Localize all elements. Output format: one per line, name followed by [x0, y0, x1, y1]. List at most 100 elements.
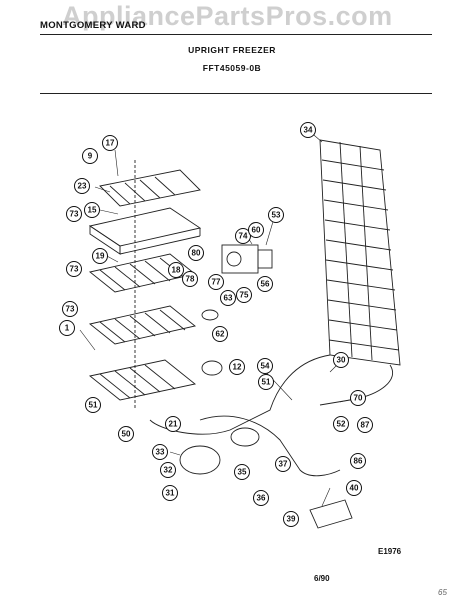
callout: 75 [236, 287, 252, 303]
svg-text:74: 74 [239, 232, 248, 241]
svg-text:1: 1 [65, 324, 70, 333]
callout: 60 [248, 222, 264, 238]
svg-text:63: 63 [224, 294, 233, 303]
svg-text:12: 12 [233, 363, 242, 372]
model-number: FFT45059-0B [202, 63, 262, 73]
callout: 73 [66, 261, 82, 277]
drain-pan [309, 499, 353, 529]
svg-text:21: 21 [169, 420, 178, 429]
callouts-layer: 17 9 23 15 73 19 73 1 73 51 50 21 74 80 … [59, 122, 373, 527]
svg-text:19: 19 [96, 252, 105, 261]
callout: 31 [162, 485, 178, 501]
callout: 39 [283, 511, 299, 527]
svg-text:34: 34 [304, 126, 313, 135]
svg-text:73: 73 [70, 265, 79, 274]
cover [201, 309, 219, 321]
callout: 62 [212, 326, 228, 342]
callout: 50 [118, 426, 134, 442]
svg-text:52: 52 [337, 420, 346, 429]
svg-text:51: 51 [89, 401, 98, 410]
evaporator-coil [319, 139, 401, 366]
title-rule [40, 93, 432, 94]
callout: 54 [257, 358, 273, 374]
svg-text:36: 36 [257, 494, 266, 503]
callout: 33 [152, 444, 168, 460]
svg-text:78: 78 [186, 275, 195, 284]
svg-text:18: 18 [172, 266, 181, 275]
svg-text:70: 70 [354, 394, 363, 403]
callout: 70 [350, 390, 366, 406]
svg-text:87: 87 [361, 421, 370, 430]
callout: 35 [234, 464, 250, 480]
svg-text:51: 51 [262, 378, 271, 387]
callout: 56 [257, 276, 273, 292]
callout: 34 [300, 122, 316, 138]
svg-text:53: 53 [272, 211, 281, 220]
svg-text:50: 50 [122, 430, 131, 439]
control-box [221, 244, 273, 274]
callout: 21 [165, 416, 181, 432]
callout: 40 [346, 480, 362, 496]
svg-text:40: 40 [350, 484, 359, 493]
watermark: AppliancePartsPros.com [62, 1, 393, 31]
shelf-crisper [88, 207, 202, 255]
svg-text:54: 54 [261, 362, 270, 371]
svg-text:23: 23 [78, 182, 87, 191]
brand-header: MONTGOMERY WARD [40, 20, 146, 31]
svg-text:33: 33 [156, 448, 165, 457]
svg-text:56: 56 [261, 280, 270, 289]
svg-text:9: 9 [88, 152, 93, 161]
callout: 37 [275, 456, 291, 472]
callout: 63 [220, 290, 236, 306]
callout: 23 [74, 178, 90, 194]
top-rule [40, 34, 432, 35]
light-socket [201, 360, 223, 376]
callout: 74 [235, 228, 251, 244]
diagram-code: E1976 [378, 547, 402, 556]
svg-text:35: 35 [238, 468, 247, 477]
diagram-title: UPRIGHT FREEZER [188, 45, 276, 55]
callout: 51 [85, 397, 101, 413]
svg-text:15: 15 [88, 206, 97, 215]
callout: 78 [182, 271, 198, 287]
callout: 87 [357, 417, 373, 433]
callout: 9 [82, 148, 98, 164]
svg-text:37: 37 [279, 460, 288, 469]
callout: 19 [92, 248, 108, 264]
callout: 1 [59, 320, 75, 336]
callout: 30 [333, 352, 349, 368]
callout: 52 [333, 416, 349, 432]
callout: 15 [84, 202, 100, 218]
callout: 36 [253, 490, 269, 506]
callout: 18 [168, 262, 184, 278]
callout: 73 [66, 206, 82, 222]
svg-text:73: 73 [70, 210, 79, 219]
callout: 17 [102, 135, 118, 151]
shelf-top [99, 169, 201, 207]
svg-text:31: 31 [166, 489, 175, 498]
corner-mark: 65 [438, 588, 447, 597]
callout: 73 [62, 301, 78, 317]
compressor [179, 427, 260, 475]
svg-text:62: 62 [216, 330, 225, 339]
callout: 80 [188, 245, 204, 261]
svg-text:30: 30 [337, 356, 346, 365]
svg-text:39: 39 [287, 515, 296, 524]
svg-text:77: 77 [212, 278, 221, 287]
shelf-3 [88, 305, 197, 345]
svg-text:75: 75 [240, 291, 249, 300]
callout: 51 [258, 374, 274, 390]
svg-text:32: 32 [164, 466, 173, 475]
svg-text:60: 60 [252, 226, 261, 235]
callout: 86 [350, 453, 366, 469]
shelf-bottom [88, 359, 197, 401]
svg-text:73: 73 [66, 305, 75, 314]
revision-date: 6/90 [314, 574, 330, 583]
svg-text:17: 17 [106, 139, 115, 148]
callout: 77 [208, 274, 224, 290]
svg-text:86: 86 [354, 457, 363, 466]
svg-text:80: 80 [192, 249, 201, 258]
callout: 53 [268, 207, 284, 223]
callout: 12 [229, 359, 245, 375]
